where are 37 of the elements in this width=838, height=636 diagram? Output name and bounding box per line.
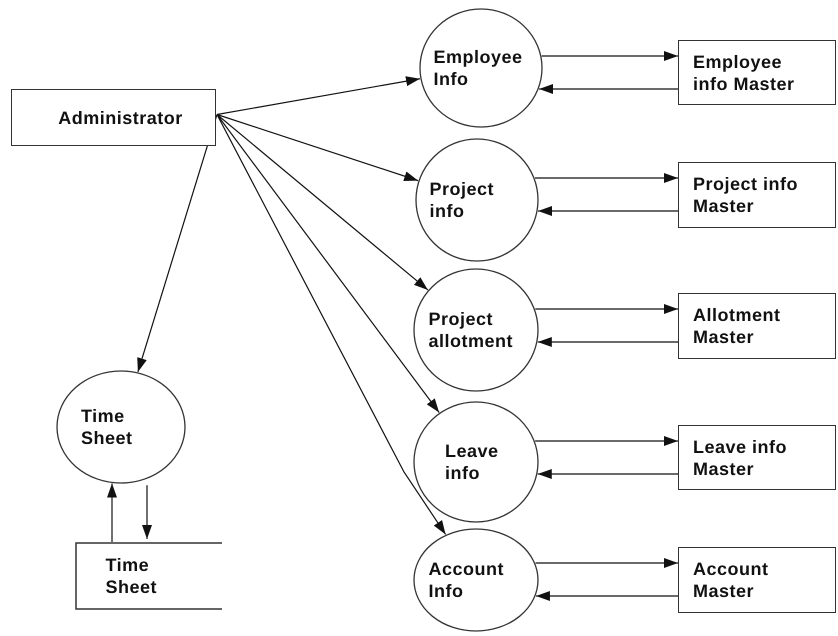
- arrow: [142, 485, 152, 539]
- node-label: Administrator: [57, 106, 184, 128]
- arrow: [536, 591, 678, 601]
- entity-box: [678, 547, 836, 613]
- entity-box: [678, 293, 836, 359]
- arrow: [538, 206, 678, 216]
- arrow: [216, 114, 418, 182]
- node-label: Account Master: [693, 558, 770, 602]
- arrow: [216, 114, 446, 535]
- node-label: Time Sheet: [106, 554, 158, 598]
- node-label: Employee Info: [434, 46, 524, 90]
- arrow: [534, 173, 678, 183]
- arrow: [538, 337, 678, 347]
- arrow: [536, 558, 678, 568]
- node-label: Leave info Master: [693, 436, 788, 480]
- arrow: [538, 469, 678, 479]
- node-label: Project allotment: [428, 308, 514, 352]
- node-label: Leave info: [445, 440, 500, 484]
- entity-box: [678, 425, 836, 490]
- node-label: Project info: [430, 178, 496, 222]
- entity-box: [678, 40, 836, 105]
- node-label: Project info Master: [693, 173, 800, 217]
- node-label: Allotment Master: [693, 304, 782, 348]
- arrow: [216, 114, 428, 290]
- arrow: [542, 51, 678, 61]
- arrow: [539, 84, 678, 94]
- node-label: Account Info: [428, 558, 505, 602]
- node-label: Employee info Master: [693, 50, 796, 94]
- entity-box: [11, 89, 216, 146]
- entity-box: [678, 162, 836, 228]
- arrow: [535, 436, 678, 446]
- arrow: [535, 304, 678, 314]
- arrow: [107, 483, 117, 542]
- arrow: [137, 114, 218, 372]
- node-label: Time Sheet: [81, 405, 134, 449]
- arrow: [216, 114, 440, 413]
- arrow: [216, 76, 420, 116]
